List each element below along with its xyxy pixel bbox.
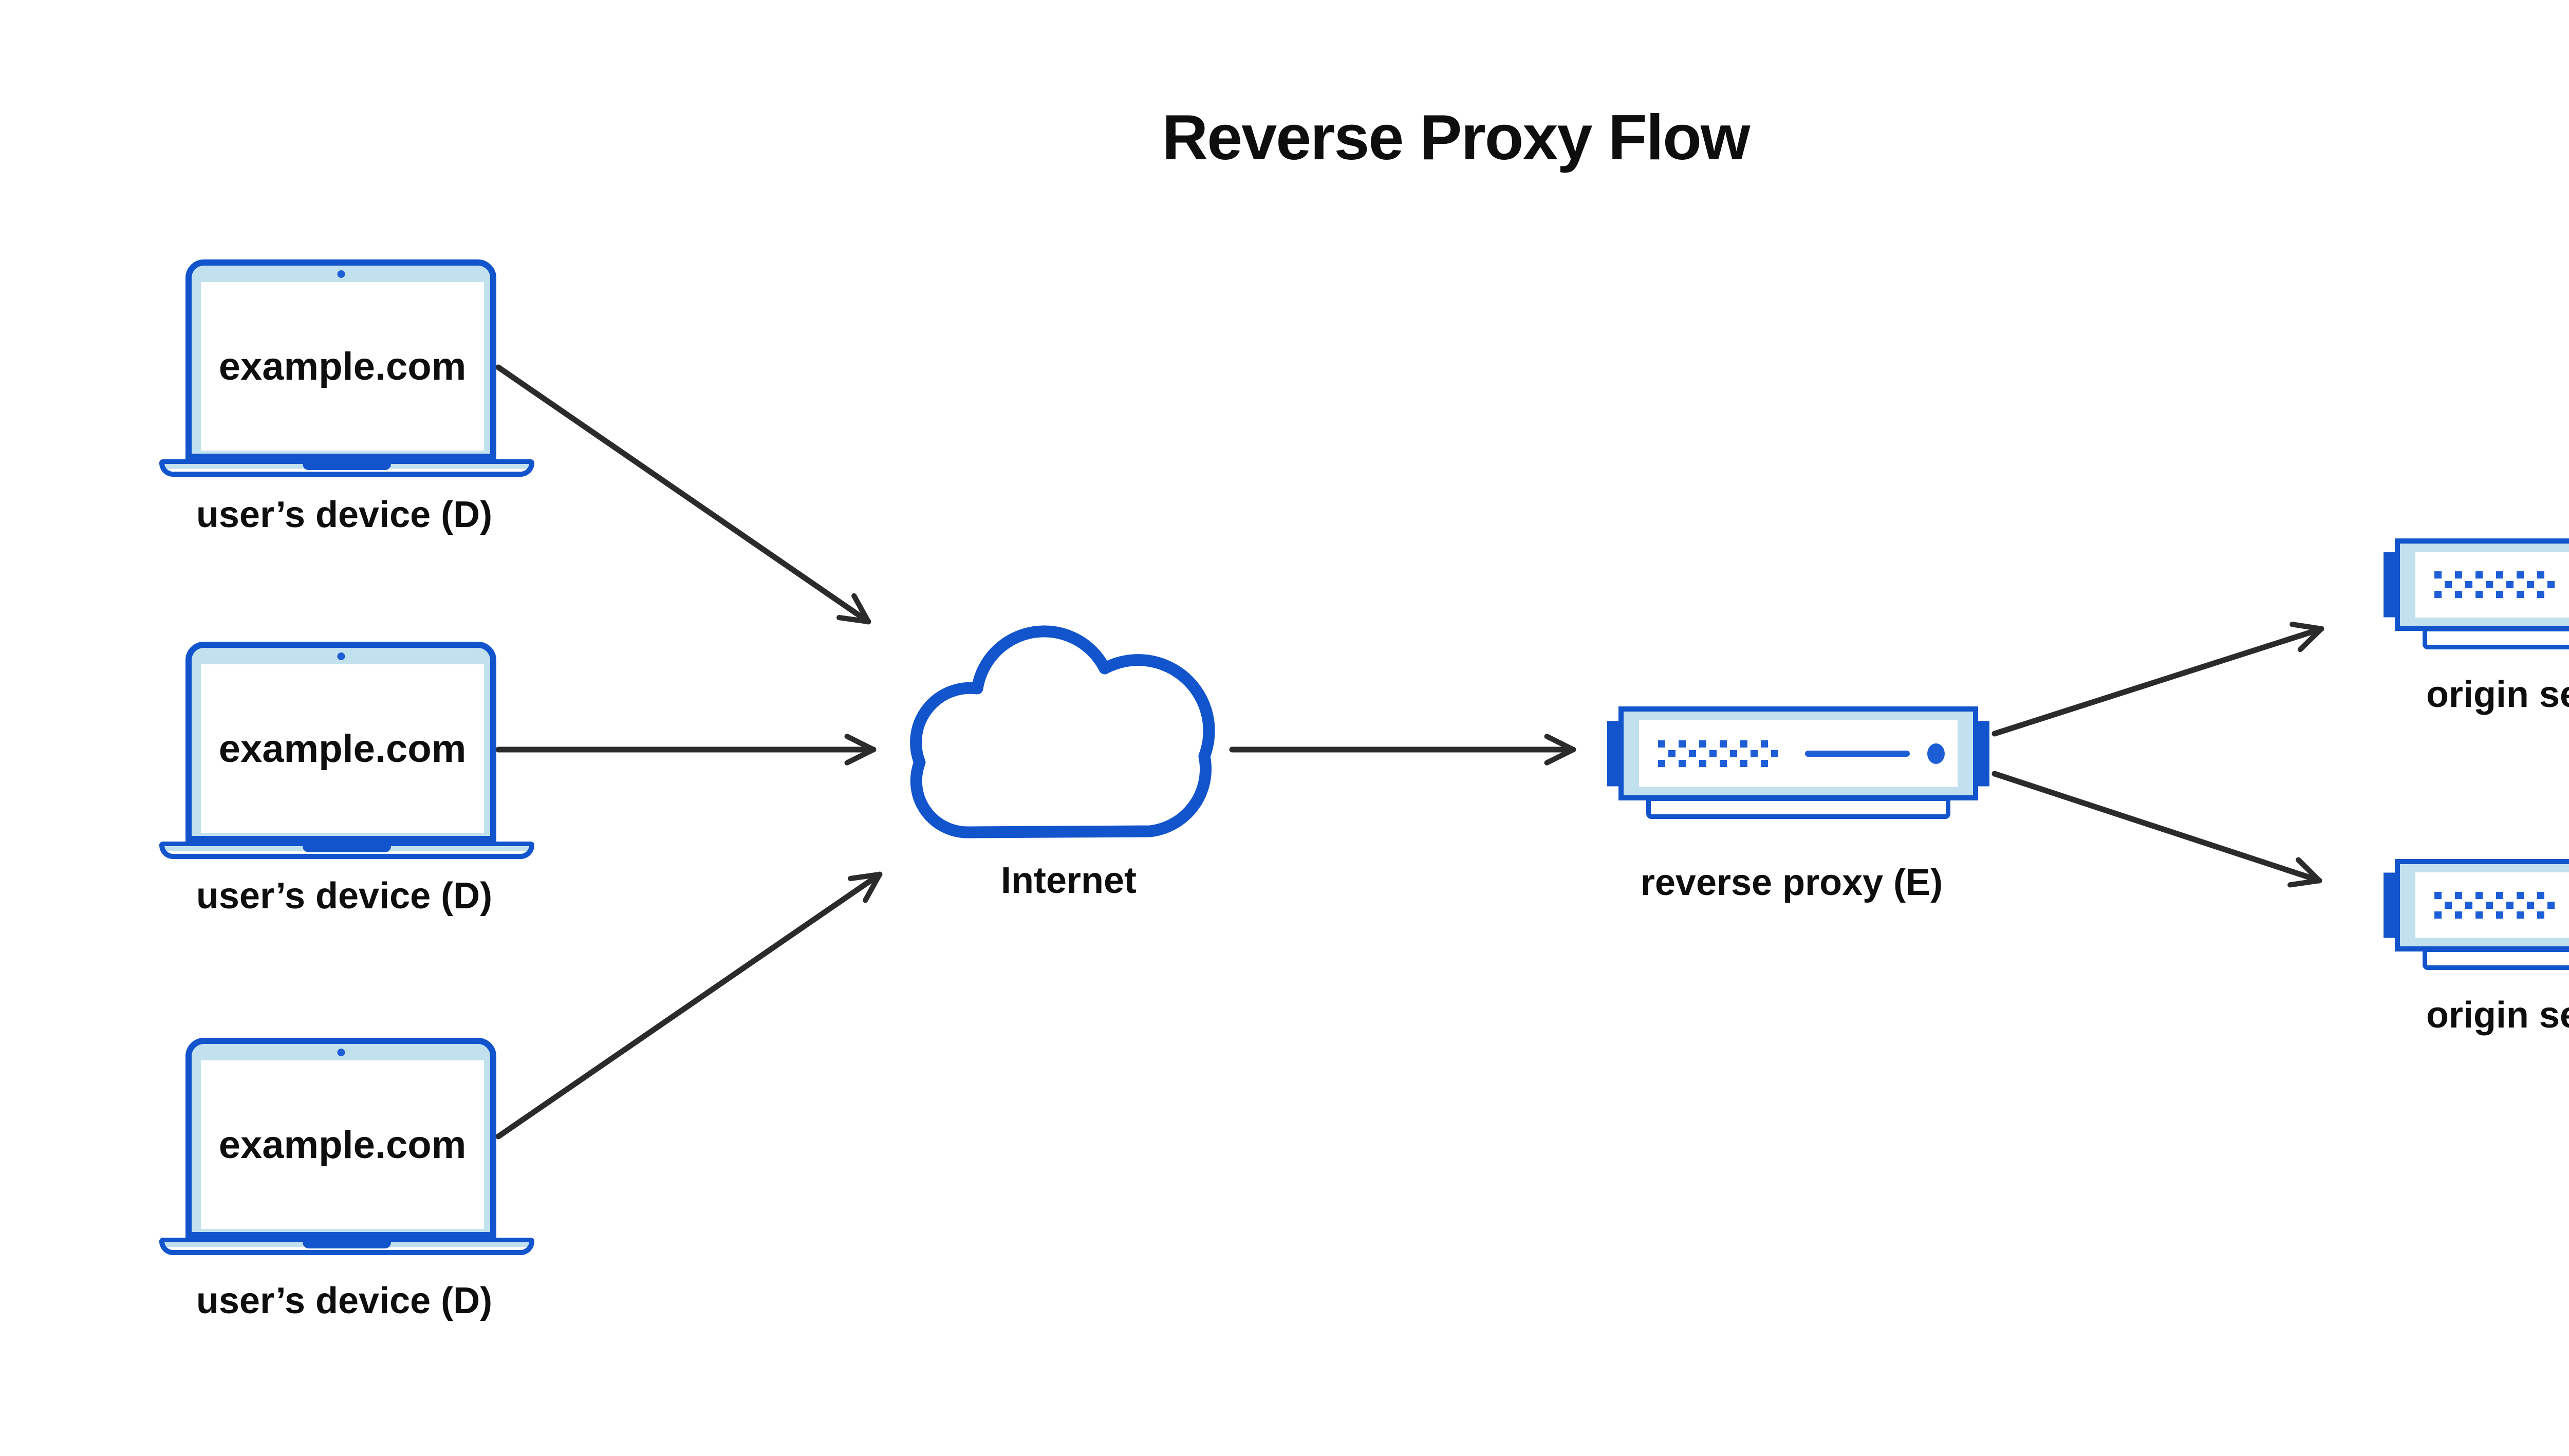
laptop-base <box>159 1238 534 1255</box>
device-label: user’s device (D) <box>196 875 493 917</box>
laptop-lid: example.com <box>185 259 496 460</box>
arrow-proxy-to-origin2 <box>1991 771 2322 888</box>
server-body <box>1618 706 1978 800</box>
camera-dot-icon <box>337 270 345 278</box>
server-vents-icon <box>2434 892 2555 919</box>
hinge-notch <box>303 463 391 470</box>
device-label: user’s device (D) <box>196 1280 493 1321</box>
server-vents-icon <box>1658 740 1778 767</box>
laptop-lid: example.com <box>185 642 496 842</box>
server-slot-line <box>1805 750 1910 757</box>
laptop-base <box>159 459 534 477</box>
origin-server-icon <box>2384 538 2569 649</box>
server-body <box>2395 538 2569 631</box>
screen-url-text: example.com <box>218 1123 467 1167</box>
laptop-base <box>159 842 534 859</box>
laptop-icon: example.com <box>159 1038 534 1255</box>
laptop-screen: example.com <box>201 664 484 833</box>
screen-url-text: example.com <box>218 344 467 388</box>
server-vents-icon <box>2434 571 2555 598</box>
server-front-panel <box>2415 872 2569 938</box>
arrow-proxy-to-origin1 <box>1991 622 2324 737</box>
camera-dot-icon <box>337 1049 345 1056</box>
laptop-icon: example.com <box>159 259 534 477</box>
arrow-device1-to-internet <box>495 364 871 625</box>
laptop-screen: example.com <box>201 1060 484 1229</box>
laptop-screen: example.com <box>201 282 484 451</box>
server-body <box>2395 859 2569 951</box>
laptop-lid: example.com <box>185 1038 496 1238</box>
laptop-icon: example.com <box>159 642 534 859</box>
cloud-icon <box>910 625 1215 838</box>
server-front-panel <box>1639 720 1958 787</box>
device-label: user’s device (D) <box>196 494 493 535</box>
arrow-device3-to-internet <box>495 871 883 1140</box>
hinge-notch <box>303 845 391 852</box>
reverse-proxy-label: reverse proxy (E) <box>1640 862 1943 903</box>
origin-server-label: origin server (F) <box>2426 674 2569 715</box>
hinge-notch <box>303 1241 391 1248</box>
screen-url-text: example.com <box>218 726 467 771</box>
diagram-title: Reverse Proxy Flow <box>1162 102 1751 173</box>
reverse-proxy-server-icon <box>1607 706 1989 819</box>
origin-server-label: origin server (F) <box>2426 995 2569 1036</box>
internet-label: Internet <box>1000 860 1137 901</box>
server-front-panel <box>2415 552 2569 618</box>
server-power-dot-icon <box>1927 743 1945 764</box>
origin-server-icon <box>2384 859 2569 970</box>
camera-dot-icon <box>337 652 345 660</box>
